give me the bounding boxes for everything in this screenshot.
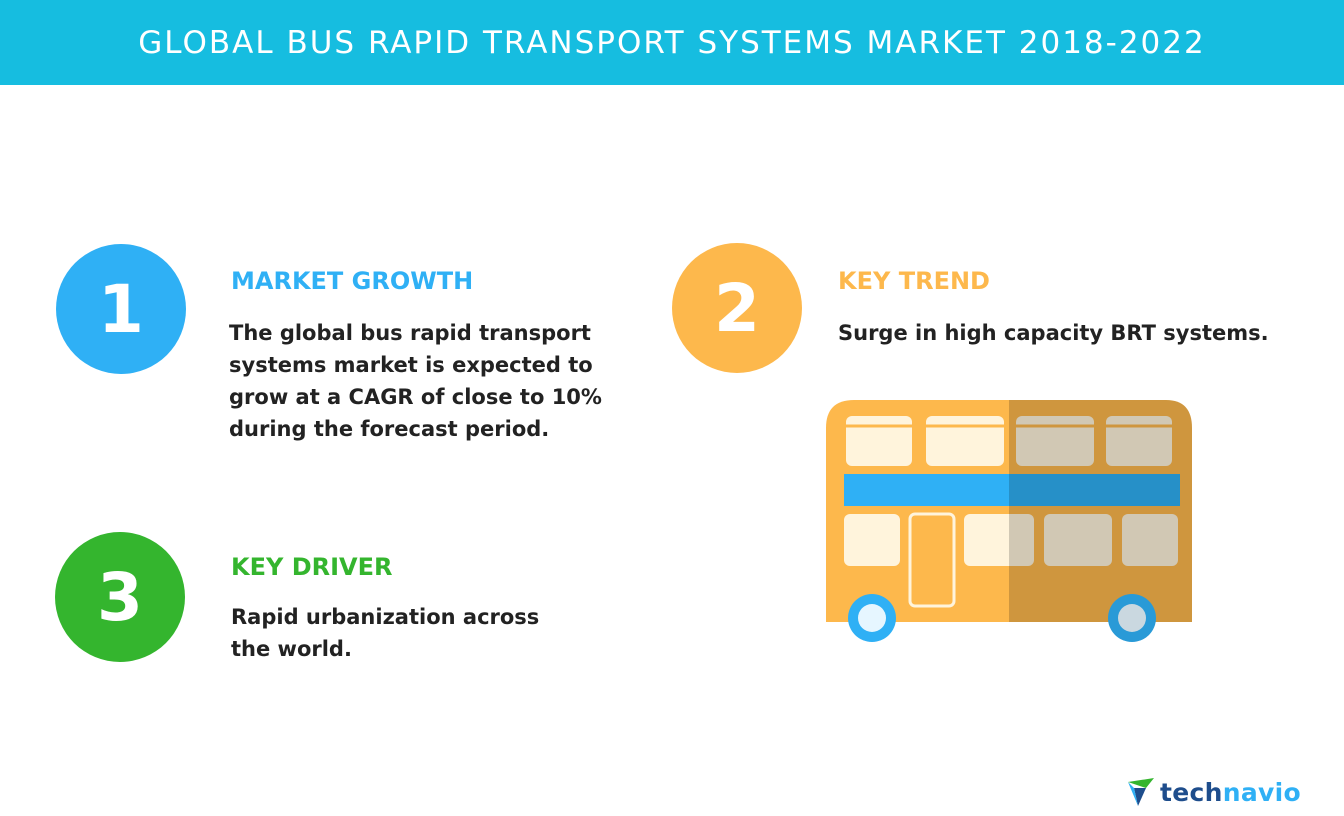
double-decker-bus-icon xyxy=(826,400,1192,642)
heading-market-growth: MARKET GROWTH xyxy=(231,267,474,295)
heading-key-driver: KEY DRIVER xyxy=(231,553,393,581)
number-circle-1: 1 xyxy=(56,244,186,374)
technavio-logo-icon xyxy=(1128,778,1154,806)
technavio-logo: technavio xyxy=(1126,772,1301,812)
key-driver-text: Rapid urbanization across the world. xyxy=(231,601,591,665)
text-line: grow at a CAGR of close to 10% xyxy=(229,385,602,409)
number-3: 3 xyxy=(97,558,143,636)
number-2: 2 xyxy=(714,269,760,347)
heading-key-trend: KEY TREND xyxy=(838,267,990,295)
text-line: during the forecast period. xyxy=(229,417,550,441)
text-line: Rapid urbanization across xyxy=(231,605,540,629)
text-line: Surge in high capacity BRT systems. xyxy=(838,321,1269,345)
number-circle-3: 3 xyxy=(55,532,185,662)
text-line: systems market is expected to xyxy=(229,353,593,377)
logo-text-navio: navio xyxy=(1222,777,1301,807)
text-line: The global bus rapid transport xyxy=(229,321,591,345)
key-trend-text: Surge in high capacity BRT systems. xyxy=(838,317,1308,349)
number-1: 1 xyxy=(98,270,144,348)
logo-text-tech: tech xyxy=(1160,777,1223,807)
text-line: the world. xyxy=(231,637,352,661)
market-growth-text: The global bus rapid transport systems m… xyxy=(229,317,609,445)
number-circle-2: 2 xyxy=(672,243,802,373)
header-bar: GLOBAL BUS RAPID TRANSPORT SYSTEMS MARKE… xyxy=(0,0,1344,85)
page-title: GLOBAL BUS RAPID TRANSPORT SYSTEMS MARKE… xyxy=(138,24,1206,61)
